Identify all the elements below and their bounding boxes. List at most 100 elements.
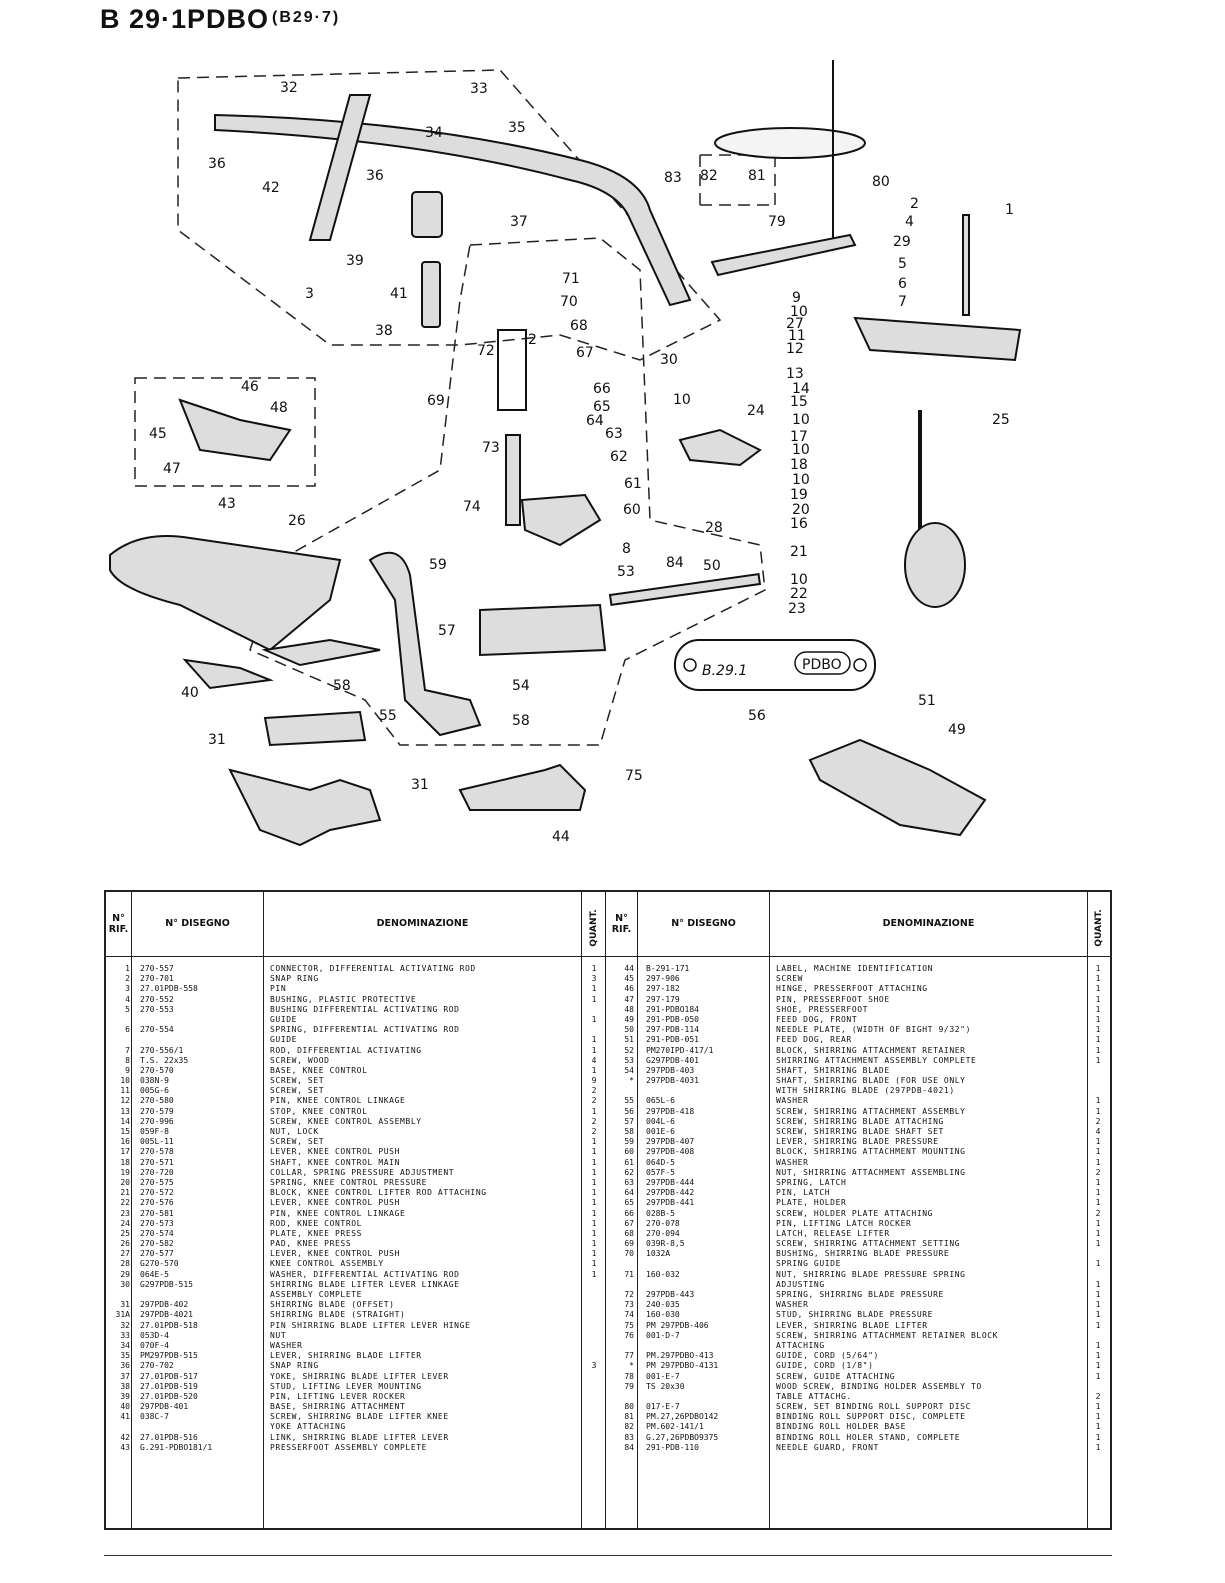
part-description: SCREW, SHIRRING ATTACHMENT RETAINER BLOC… (776, 1330, 999, 1340)
part-quantity: 1 (591, 964, 597, 973)
callout-label: 59 (429, 557, 447, 573)
callout-label: 31 (411, 777, 429, 793)
spring-drawing (497, 329, 527, 411)
part-drawing-number: 270-701 (140, 974, 174, 984)
callout-label: 58 (333, 678, 351, 694)
part-rif: 74 (624, 1310, 634, 1320)
part-rif: 65 (624, 1198, 634, 1208)
part-rif: 35 (120, 1351, 130, 1361)
part-drawing-number: 270-572 (140, 1188, 174, 1198)
yoke-lifter-lever-drawing (411, 191, 443, 238)
part-rif: 2 (125, 974, 130, 984)
stud-mounting-drawing (421, 261, 441, 328)
header-denominazione-right: DENOMINAZIONE (882, 918, 975, 930)
callout-label: 30 (660, 352, 678, 368)
part-rif: 63 (624, 1177, 634, 1187)
callout-label: 19 (790, 487, 808, 503)
part-drawing-number: 270-720 (140, 1167, 174, 1177)
part-description: SHIRRING BLADE LIFTER LEVER LINKAGE (270, 1279, 460, 1289)
page-title: B 29·1PDBO (100, 4, 270, 34)
part-rif: 37 (120, 1371, 130, 1381)
part-drawing-number: 270-581 (140, 1208, 174, 1218)
part-quantity: 1 (591, 984, 597, 994)
part-quantity: 1 (1095, 1147, 1101, 1157)
part-rif: 17 (120, 1147, 130, 1157)
callout-label: 10 (673, 392, 691, 408)
part-rif: 19 (120, 1167, 130, 1177)
knee-press-pad-drawing (904, 522, 966, 608)
part-quantity: 1 (591, 1147, 597, 1157)
part-drawing-number: 160-032 (646, 1269, 680, 1279)
callout-label: 50 (703, 558, 721, 574)
part-drawing-number: 001-D-7 (646, 1330, 680, 1340)
part-rif: 81 (624, 1412, 634, 1422)
callout-label: 63 (605, 426, 623, 442)
part-drawing-number: 064D-5 (646, 1157, 675, 1167)
part-description: SPRING, SHIRRING BLADE PRESSURE (776, 1290, 944, 1299)
part-drawing-number: G270-570 (140, 1259, 179, 1269)
callout-label: 42 (262, 180, 280, 196)
part-quantity: 1 (1095, 1402, 1101, 1412)
part-quantity: 1 (591, 1137, 597, 1147)
part-quantity: 1 (1095, 1157, 1101, 1167)
callout-label: 68 (570, 318, 588, 334)
callout-label: 82 (700, 168, 718, 184)
part-description: SCREW, HOLDER PLATE ATTACHING (776, 1208, 934, 1218)
part-rif: 30 (120, 1279, 130, 1289)
part-drawing-number: 160-030 (646, 1310, 680, 1320)
part-description: FEED DOG, REAR (776, 1035, 852, 1045)
link-lifter-lever-drawing (308, 94, 372, 241)
part-rif: 31 (120, 1300, 130, 1310)
part-description: SCREW, KNEE CONTROL ASSEMBLY (270, 1116, 422, 1126)
part-description: LEVER, SHIRRING BLADE LIFTER (270, 1351, 422, 1361)
part-description: LINK, SHIRRING BLADE LIFTER LEVER (270, 1432, 449, 1442)
part-quantity: 1 (1095, 1177, 1101, 1187)
part-description: SNAP RING (270, 1361, 319, 1371)
callout-label: 28 (705, 520, 723, 536)
part-rif: 79 (624, 1381, 634, 1391)
callout-label: 64 (586, 413, 604, 429)
part-drawing-number: 270-579 (140, 1106, 174, 1116)
part-drawing-number: 297-906 (646, 974, 680, 984)
part-drawing-number: 297PDB-402 (140, 1300, 189, 1310)
part-rif: 71 (624, 1269, 634, 1279)
callout-label: 46 (241, 379, 259, 395)
part-description: SHAFT, KNEE CONTROL MAIN (270, 1157, 400, 1167)
part-description: BINDING ROLL HOLER STAND, COMPLETE (776, 1432, 961, 1442)
part-drawing-number: 270-094 (646, 1228, 680, 1238)
part-rif: 73 (624, 1300, 634, 1310)
part-rif: 80 (624, 1402, 634, 1412)
part-quantity: 1 (591, 1014, 597, 1024)
part-drawing-number: 270-571 (140, 1157, 174, 1167)
part-quantity: 1 (1095, 1055, 1101, 1065)
part-drawing-number: 297PDB-442 (646, 1188, 695, 1198)
part-quantity: 1 (1095, 1371, 1101, 1381)
part-description: ADJUSTING (776, 1279, 825, 1289)
part-rif: 46 (624, 984, 634, 994)
part-rif: 47 (624, 994, 634, 1004)
part-drawing-number: 270-575 (140, 1177, 174, 1187)
callout-label: 83 (664, 170, 682, 186)
part-description: PIN, LIFTING LATCH ROCKER (776, 1218, 912, 1228)
part-rif: 9 (125, 1065, 130, 1075)
part-rif: 13 (120, 1106, 130, 1116)
callout-label: 25 (992, 412, 1010, 428)
part-rif: 64 (624, 1188, 634, 1198)
part-rif: 8 (125, 1055, 130, 1065)
